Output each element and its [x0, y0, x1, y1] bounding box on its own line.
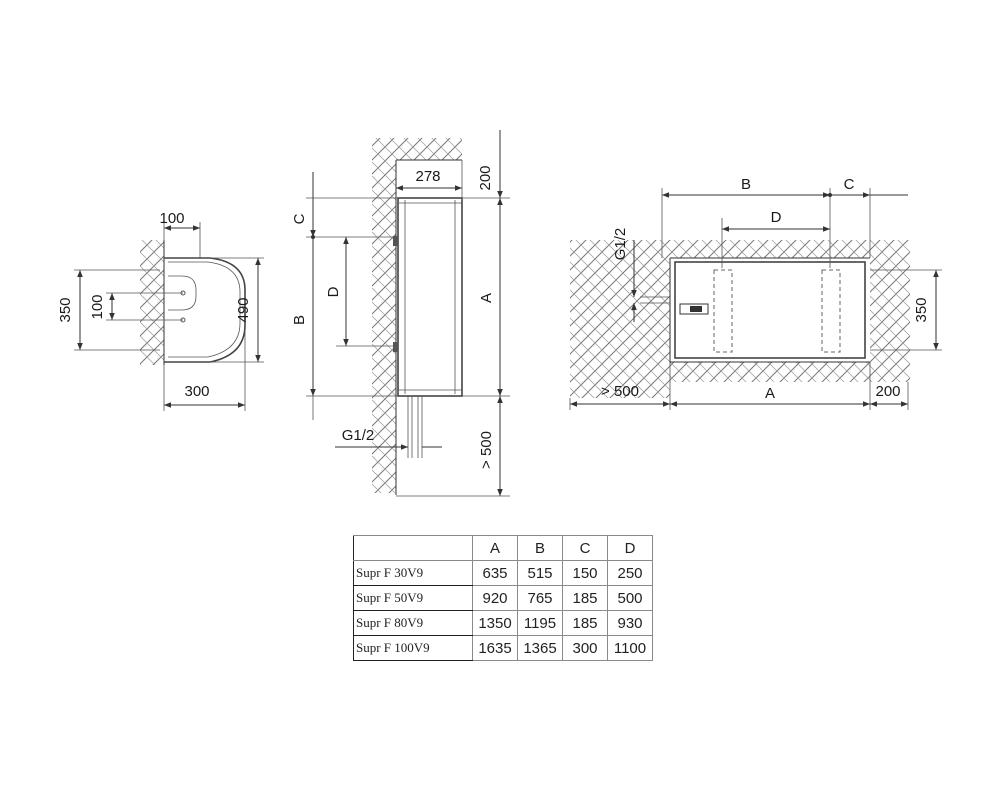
table-row: Supr F 80V9 1350 1195 185 930 [353, 610, 653, 636]
side-dim-height-body: 490 [235, 297, 252, 322]
value-b: 515 [517, 560, 563, 586]
side-recess [168, 275, 197, 311]
column-header-a: A [472, 535, 518, 561]
value-d: 930 [607, 610, 653, 636]
top-dim-height: 350 [913, 297, 930, 322]
front-heater-body [397, 197, 463, 397]
dimensions-table: A B C D Supr F 30V9 635 515 150 250 Supr… [353, 535, 653, 661]
front-label-d: D [325, 286, 342, 297]
front-wall-hatch [372, 138, 396, 493]
value-c: 150 [562, 560, 608, 586]
table-row: Supr F 100V9 1635 1365 300 1100 [353, 635, 653, 661]
value-a: 635 [472, 560, 518, 586]
front-view: 278 200 A > 500 C B D G1/2 [291, 130, 510, 497]
side-dim-width-bottom: 300 [184, 383, 209, 400]
top-ceiling-hatch [670, 240, 910, 258]
side-dim-height-inner: 100 [89, 294, 106, 319]
side-dim-height-outer: 350 [57, 297, 74, 322]
side-view: 100 350 100 490 300 [57, 210, 264, 411]
value-b: 1365 [517, 635, 563, 661]
value-b: 765 [517, 585, 563, 611]
top-label-b: B [741, 176, 751, 193]
top-dim-clearance-right: 200 [875, 383, 900, 400]
value-a: 1350 [472, 610, 518, 636]
top-heater-body [674, 261, 866, 359]
top-bracket-right [821, 269, 841, 353]
column-header-d: D [607, 535, 653, 561]
table-corner-cell [353, 535, 473, 561]
top-right-hatch [870, 258, 910, 362]
model-name: Supr F 80V9 [353, 610, 473, 636]
value-a: 1635 [472, 635, 518, 661]
front-ceiling-hatch [372, 138, 462, 160]
column-header-b: B [517, 535, 563, 561]
top-view: B C D G1/2 350 > 500 A 200 [569, 176, 942, 410]
front-dim-depth: 278 [415, 168, 440, 185]
model-name: Supr F 50V9 [353, 585, 473, 611]
value-d: 500 [607, 585, 653, 611]
front-label-b: B [291, 315, 308, 325]
table-row: Supr F 30V9 635 515 150 250 [353, 560, 653, 586]
front-dim-clearance-top: 200 [477, 165, 494, 190]
value-d: 250 [607, 560, 653, 586]
value-c: 185 [562, 610, 608, 636]
value-a: 920 [472, 585, 518, 611]
value-b: 1195 [517, 610, 563, 636]
top-dim-clearance-left: > 500 [601, 383, 639, 400]
model-name: Supr F 30V9 [353, 560, 473, 586]
model-name: Supr F 100V9 [353, 635, 473, 661]
value-c: 185 [562, 585, 608, 611]
table-row: Supr F 50V9 920 765 185 500 [353, 585, 653, 611]
side-dim-width-top: 100 [159, 210, 184, 227]
top-label-c: C [844, 176, 855, 193]
top-label-a: A [765, 385, 775, 402]
top-pipe-label: G1/2 [612, 228, 629, 261]
table-header-row: A B C D [353, 535, 653, 561]
front-pipe-label: G1/2 [342, 427, 375, 444]
front-label-c: C [291, 213, 308, 224]
value-d: 1100 [607, 635, 653, 661]
top-label-d: D [771, 209, 782, 226]
front-label-a: A [478, 293, 495, 303]
column-header-c: C [562, 535, 608, 561]
top-floor-hatch [670, 362, 910, 382]
top-left-hatch [570, 240, 670, 398]
control-panel-icon [690, 306, 702, 312]
top-bracket-left [713, 269, 733, 353]
side-heater-body [164, 257, 246, 363]
front-dim-clearance-bottom: > 500 [478, 431, 495, 469]
value-c: 300 [562, 635, 608, 661]
side-wall-hatch [140, 240, 164, 365]
